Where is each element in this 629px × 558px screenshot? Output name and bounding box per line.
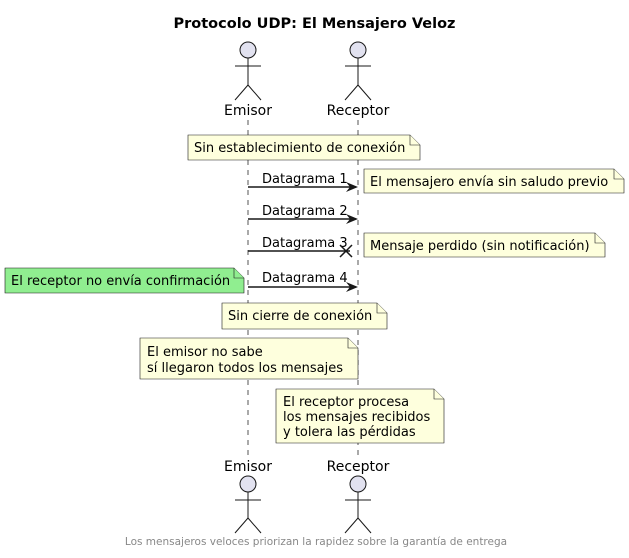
svg-text:los mensajes recibidos: los mensajes recibidos (283, 410, 431, 425)
svg-text:y tolera las pérdidas: y tolera las pérdidas (283, 425, 416, 440)
svg-text:Mensaje perdido (sin notificac: Mensaje perdido (sin notificación) (370, 239, 590, 254)
note-emisor-no-sabe: El emisor no sabe sí llegaron todos los … (139, 337, 359, 380)
diagram-title: Protocolo UDP: El Mensajero Veloz (174, 16, 456, 32)
arrow-head-icon (346, 282, 358, 292)
note-confirmacion: El receptor no envía confirmación (4, 267, 245, 294)
arrow-head-icon (346, 182, 358, 192)
actor-emisor-label-bottom: Emisor (224, 459, 272, 475)
note-receptor-procesa: El receptor procesa los mensajes recibid… (275, 388, 445, 444)
note-saludo: El mensajero envía sin saludo previo (363, 168, 625, 194)
actor-receptor-label-bottom: Receptor (327, 459, 390, 475)
svg-text:El receptor no envía confirmac: El receptor no envía confirmación (11, 274, 230, 289)
svg-text:El receptor procesa: El receptor procesa (283, 395, 409, 410)
svg-text:El mensajero envía sin saludo: El mensajero envía sin saludo previo (370, 175, 608, 190)
note-perdido: Mensaje perdido (sin notificación) (363, 232, 606, 258)
actor-receptor-bottom: Receptor (327, 459, 390, 534)
message-datagrama-2: Datagrama 2 (248, 204, 358, 224)
note-sin-cierre: Sin cierre de conexión (221, 302, 388, 330)
note-sin-conexion: Sin establecimiento de conexión (187, 134, 421, 161)
svg-text:sí llegaron todos los mensajes: sí llegaron todos los mensajes (147, 361, 343, 376)
svg-text:El emisor no sabe: El emisor no sabe (147, 345, 263, 360)
svg-text:Datagrama 3: Datagrama 3 (262, 236, 348, 251)
actor-emisor-top: Emisor (224, 41, 272, 119)
actor-emisor-label: Emisor (224, 103, 272, 119)
svg-text:Datagrama 1: Datagrama 1 (262, 172, 348, 187)
actor-emisor-bottom: Emisor (224, 459, 272, 534)
svg-text:Sin establecimiento de conexió: Sin establecimiento de conexión (194, 141, 405, 156)
message-datagrama-1: Datagrama 1 (248, 172, 358, 192)
actor-receptor-top: Receptor (327, 41, 390, 119)
arrow-head-icon (346, 214, 358, 224)
message-datagrama-3-lost: Datagrama 3 (248, 236, 353, 258)
actor-receptor-label: Receptor (327, 103, 390, 119)
svg-text:Sin cierre de conexión: Sin cierre de conexión (228, 309, 372, 324)
message-datagrama-4: Datagrama 4 (248, 271, 358, 292)
diagram-footer: Los mensajeros veloces priorizan la rapi… (125, 536, 507, 548)
svg-text:Datagrama 2: Datagrama 2 (262, 204, 348, 219)
svg-text:Datagrama 4: Datagrama 4 (262, 271, 348, 286)
